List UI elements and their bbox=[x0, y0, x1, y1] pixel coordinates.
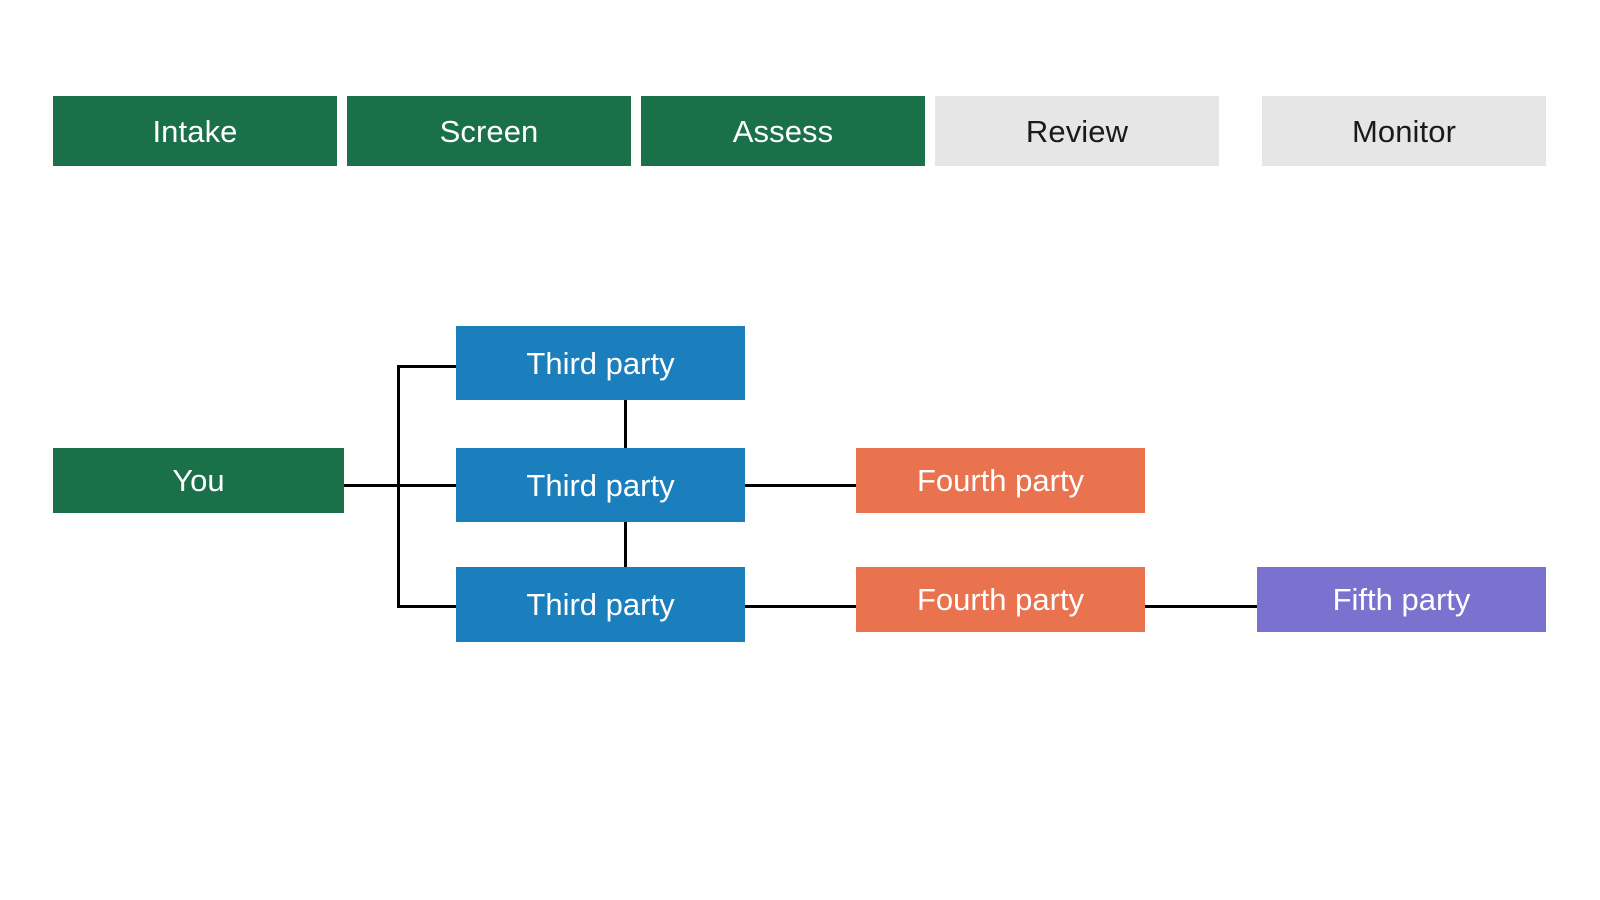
node-fourth-2[interactable]: Fourth party bbox=[856, 567, 1145, 632]
node-fifth-1[interactable]: Fifth party bbox=[1257, 567, 1546, 632]
node-fourth-1[interactable]: Fourth party bbox=[856, 448, 1145, 513]
node-label: Third party bbox=[526, 587, 675, 622]
connector-fourth-2-to-fifth-1 bbox=[1145, 605, 1258, 608]
pipeline-stage-label: Monitor bbox=[1351, 113, 1457, 149]
pipeline-stage-screen[interactable]: Screen bbox=[347, 96, 631, 166]
connector-trunk-to-third-2 bbox=[397, 484, 458, 487]
pipeline-stage-monitor[interactable]: Monitor bbox=[1262, 96, 1546, 166]
node-you[interactable]: You bbox=[53, 448, 344, 513]
connector-third-2-to-fourth-1 bbox=[745, 484, 857, 487]
node-label: Fourth party bbox=[916, 582, 1085, 617]
pipeline-stage-review[interactable]: Review bbox=[935, 96, 1219, 166]
node-label: Fifth party bbox=[1332, 582, 1471, 617]
connector-third-1-to-third-2 bbox=[624, 399, 627, 449]
connector-trunk-to-third-3 bbox=[397, 605, 458, 608]
pipeline-stage-label: Assess bbox=[732, 113, 834, 149]
node-label: Fourth party bbox=[916, 463, 1085, 498]
pipeline-stage-intake[interactable]: Intake bbox=[53, 96, 337, 166]
node-label: Third party bbox=[526, 345, 675, 381]
node-third-1[interactable]: Third party bbox=[456, 326, 745, 400]
connector-third-3-to-fourth-2 bbox=[745, 605, 857, 608]
connector-trunk-to-third-1 bbox=[397, 365, 458, 368]
node-label: Third party bbox=[526, 467, 675, 503]
connector-third-2-to-third-3 bbox=[624, 521, 627, 568]
node-third-2[interactable]: Third party bbox=[456, 448, 745, 522]
node-label: You bbox=[172, 463, 225, 498]
node-third-3[interactable]: Third party bbox=[456, 567, 745, 642]
pipeline-stage-label: Intake bbox=[152, 113, 238, 149]
pipeline-stage-assess[interactable]: Assess bbox=[641, 96, 925, 166]
pipeline-stage-label: Review bbox=[1025, 113, 1129, 149]
connector-you-to-trunk bbox=[344, 484, 400, 487]
pipeline-stage-label: Screen bbox=[439, 113, 539, 149]
